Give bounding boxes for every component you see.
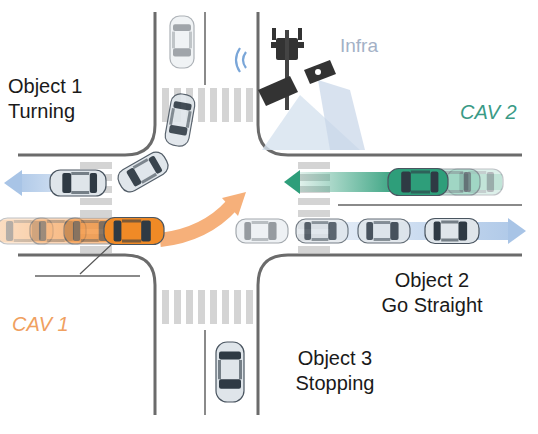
label: CAV 2: [460, 100, 532, 125]
infra-unit: [236, 28, 336, 110]
car: [104, 218, 164, 245]
label: Infra: [340, 34, 400, 58]
label: Object 3 Stopping: [285, 346, 385, 396]
road-edge: [18, 12, 522, 415]
car: [424, 169, 480, 195]
car: [425, 219, 479, 244]
car: [358, 219, 410, 243]
vehicles: [0, 16, 503, 402]
car: [388, 169, 448, 196]
car: [164, 92, 197, 147]
car: [30, 218, 86, 244]
car: [236, 219, 288, 243]
car: [216, 342, 244, 402]
label: Object 1 Turning: [8, 74, 108, 124]
lane-line: [35, 12, 522, 415]
label: CAV 1: [12, 312, 82, 337]
car: [170, 16, 194, 68]
sensor-cone: [318, 80, 365, 150]
car: [114, 149, 171, 196]
car: [50, 170, 106, 196]
car: [0, 218, 53, 244]
car: [296, 219, 348, 243]
label: Object 2 Go Straight: [380, 268, 484, 318]
crosswalk: [80, 88, 330, 324]
